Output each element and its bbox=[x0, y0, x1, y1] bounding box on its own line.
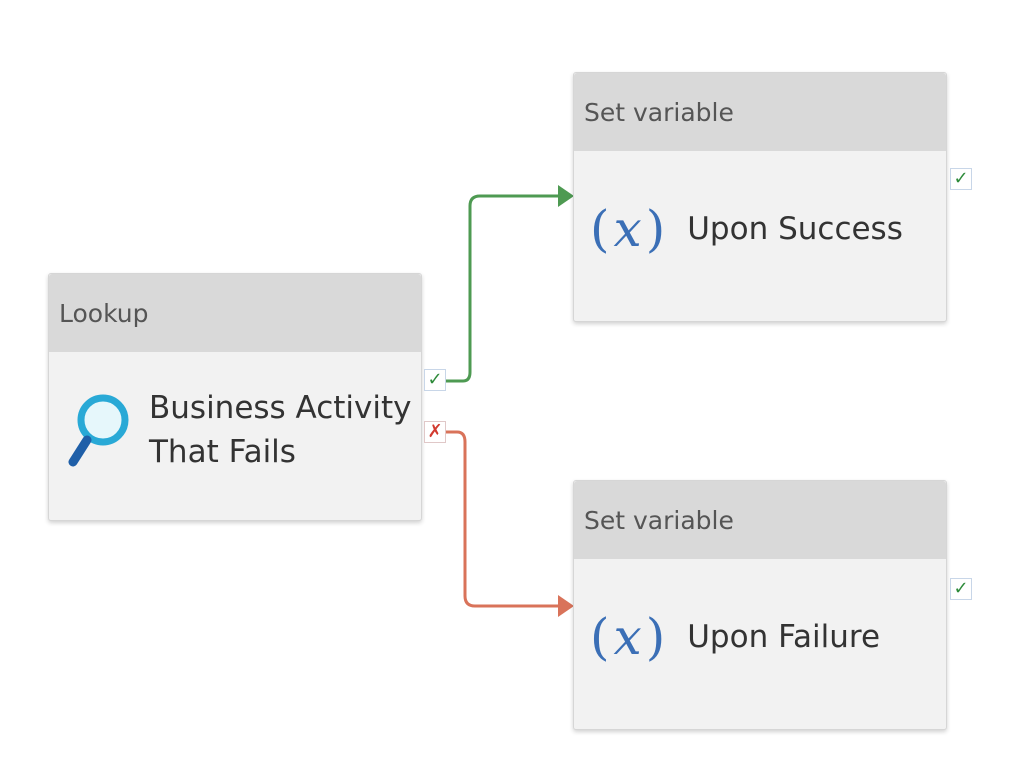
failure-arrowhead bbox=[558, 595, 574, 617]
activity-type-label: Set variable bbox=[574, 73, 946, 151]
variable-icon: (x) bbox=[590, 200, 666, 258]
lookup-activity[interactable]: Lookup Business Activity That Fails bbox=[48, 273, 422, 521]
success-arrowhead bbox=[558, 185, 574, 207]
activity-name: Upon Success bbox=[687, 211, 903, 247]
activity-body: (x) Upon Failure bbox=[574, 559, 946, 729]
cross-icon: ✗ bbox=[427, 421, 443, 442]
activity-name-line2: That Fails bbox=[149, 434, 296, 470]
activity-name-line1: Business Activity bbox=[149, 390, 412, 426]
lookup-failure-port[interactable]: ✗ bbox=[424, 421, 446, 443]
failure-connector[interactable] bbox=[445, 430, 562, 608]
success-activity-output-port[interactable]: ✓ bbox=[950, 168, 972, 190]
activity-name: Upon Failure bbox=[687, 619, 881, 655]
activity-name: Business Activity That Fails bbox=[149, 386, 412, 474]
activity-body: (x) Upon Success bbox=[574, 151, 946, 321]
set-variable-failure-activity[interactable]: Set variable (x) Upon Failure bbox=[573, 480, 947, 730]
checkmark-icon: ✓ bbox=[953, 578, 969, 599]
variable-icon: (x) bbox=[590, 608, 666, 666]
checkmark-icon: ✓ bbox=[427, 369, 443, 390]
activity-type-label: Lookup bbox=[49, 274, 421, 352]
success-connector[interactable] bbox=[445, 194, 562, 383]
failure-activity-output-port[interactable]: ✓ bbox=[950, 578, 972, 600]
activity-type-label: Set variable bbox=[574, 481, 946, 559]
set-variable-success-activity[interactable]: Set variable (x) Upon Success bbox=[573, 72, 947, 322]
activity-body: Business Activity That Fails bbox=[49, 352, 421, 520]
checkmark-icon: ✓ bbox=[953, 168, 969, 189]
lookup-success-port[interactable]: ✓ bbox=[424, 369, 446, 391]
magnifier-icon bbox=[67, 390, 131, 474]
